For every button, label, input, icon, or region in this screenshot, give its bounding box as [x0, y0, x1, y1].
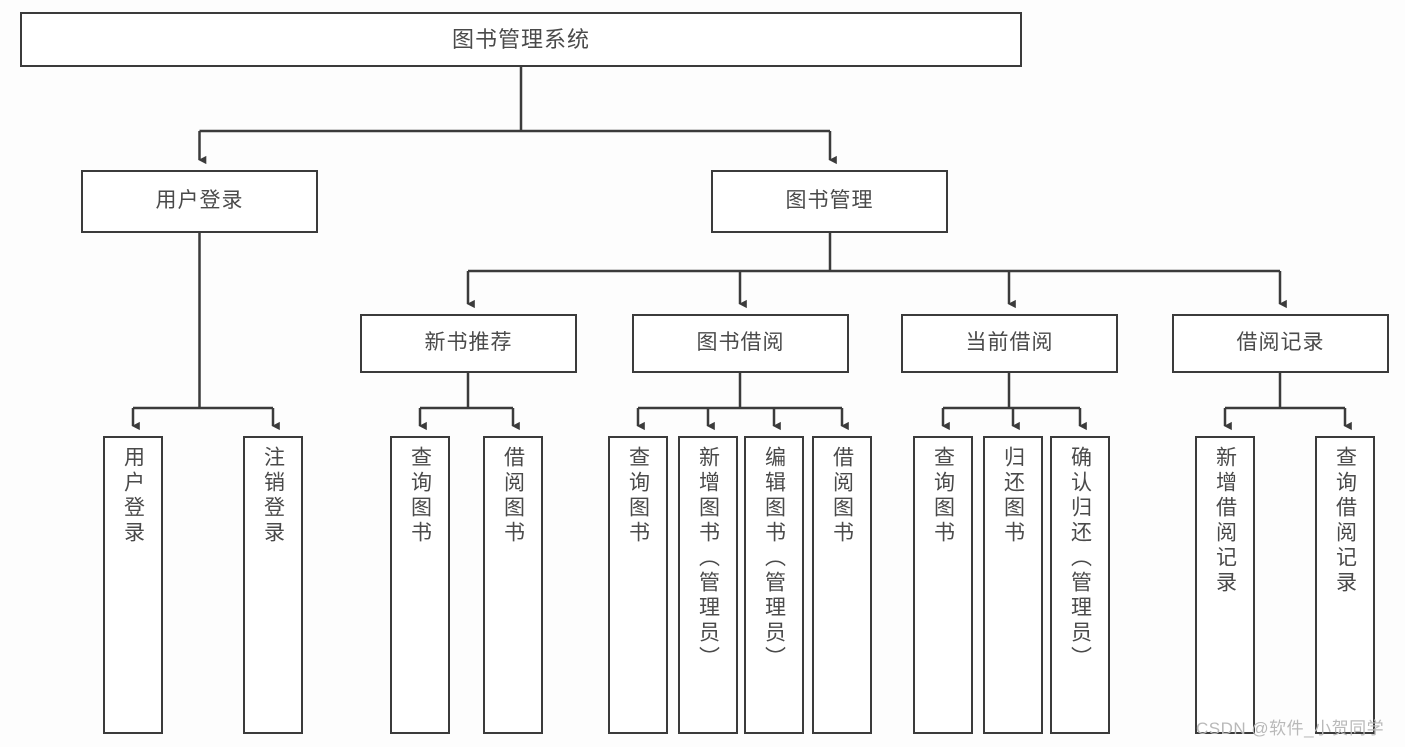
leaf-user-logout[interactable]: 注销登录 [243, 436, 303, 734]
leaf-query-book-recommend-label: 查询图书 [408, 446, 432, 546]
leaf-borrow-book-recommend[interactable]: 借阅图书 [483, 436, 543, 734]
leaf-return-book[interactable]: 归还图书 [983, 436, 1043, 734]
leaf-user-login[interactable]: 用户登录 [103, 436, 163, 734]
leaf-query-book-recommend[interactable]: 查询图书 [390, 436, 450, 734]
node-borrow-record[interactable]: 借阅记录 [1172, 314, 1389, 373]
leaf-query-book-borrow[interactable]: 查询图书 [608, 436, 668, 734]
leaf-return-book-label: 归还图书 [1001, 446, 1025, 546]
node-book-management[interactable]: 图书管理 [711, 170, 948, 233]
leaf-confirm-return-admin-label: 确认归还（管理员） [1068, 446, 1092, 671]
node-new-book-recommend[interactable]: 新书推荐 [360, 314, 577, 373]
leaf-query-borrow-record-label: 查询借阅记录 [1333, 446, 1357, 596]
leaf-edit-book-admin[interactable]: 编辑图书（管理员） [744, 436, 804, 734]
node-borrow-record-label: 借阅记录 [1236, 331, 1325, 355]
node-user-login[interactable]: 用户登录 [81, 170, 318, 233]
node-root-system[interactable]: 图书管理系统 [20, 12, 1022, 67]
leaf-add-borrow-record[interactable]: 新增借阅记录 [1195, 436, 1255, 734]
leaf-borrow-book-label: 借阅图书 [830, 446, 854, 546]
leaf-query-borrow-record[interactable]: 查询借阅记录 [1315, 436, 1375, 734]
leaf-query-book-borrow-label: 查询图书 [626, 446, 650, 546]
leaf-confirm-return-admin[interactable]: 确认归还（管理员） [1050, 436, 1110, 734]
leaf-user-logout-label: 注销登录 [261, 446, 285, 546]
node-book-borrow-label: 图书借阅 [696, 331, 785, 355]
node-root-system-label: 图书管理系统 [451, 26, 590, 52]
leaf-user-login-label: 用户登录 [121, 446, 145, 546]
leaf-add-borrow-record-label: 新增借阅记录 [1213, 446, 1237, 596]
node-current-borrow[interactable]: 当前借阅 [901, 314, 1118, 373]
node-user-login-label: 用户登录 [155, 189, 244, 213]
leaf-edit-book-admin-label: 编辑图书（管理员） [762, 446, 786, 671]
node-book-management-label: 图书管理 [785, 189, 874, 213]
leaf-add-book-admin[interactable]: 新增图书（管理员） [678, 436, 738, 734]
node-current-borrow-label: 当前借阅 [965, 331, 1054, 355]
csdn-watermark: CSDN @软件_小贺同学 [1196, 719, 1385, 738]
leaf-borrow-book[interactable]: 借阅图书 [812, 436, 872, 734]
leaf-borrow-book-recommend-label: 借阅图书 [501, 446, 525, 546]
node-new-book-recommend-label: 新书推荐 [424, 331, 513, 355]
leaf-query-book-current[interactable]: 查询图书 [913, 436, 973, 734]
leaf-add-book-admin-label: 新增图书（管理员） [696, 446, 720, 671]
node-book-borrow[interactable]: 图书借阅 [632, 314, 849, 373]
leaf-query-book-current-label: 查询图书 [931, 446, 955, 546]
